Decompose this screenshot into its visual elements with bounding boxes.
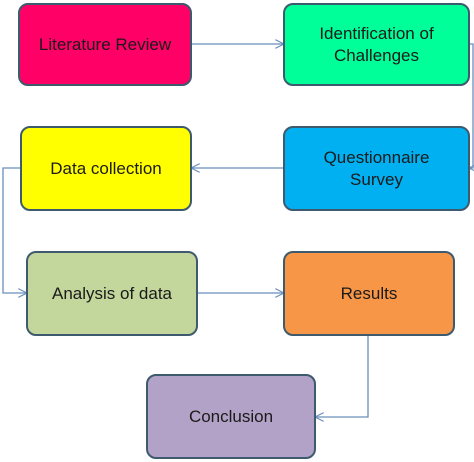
connector-results-to-conclusion — [316, 336, 369, 417]
conclusion-box: Conclusion — [146, 374, 316, 459]
analysis-of-data-box: Analysis of data — [26, 251, 198, 336]
identification-of-challenges-box: Identification of Challenges — [283, 3, 470, 86]
results-box: Results — [283, 251, 455, 336]
literature-review-box: Literature Review — [18, 3, 192, 86]
questionnaire-survey-box: Questionnaire Survey — [283, 126, 470, 211]
connector-data-collection-to-analysis — [2, 167, 26, 293]
connector-identification-to-questionnaire — [470, 43, 473, 168]
data-collection-box: Data collection — [20, 126, 192, 211]
